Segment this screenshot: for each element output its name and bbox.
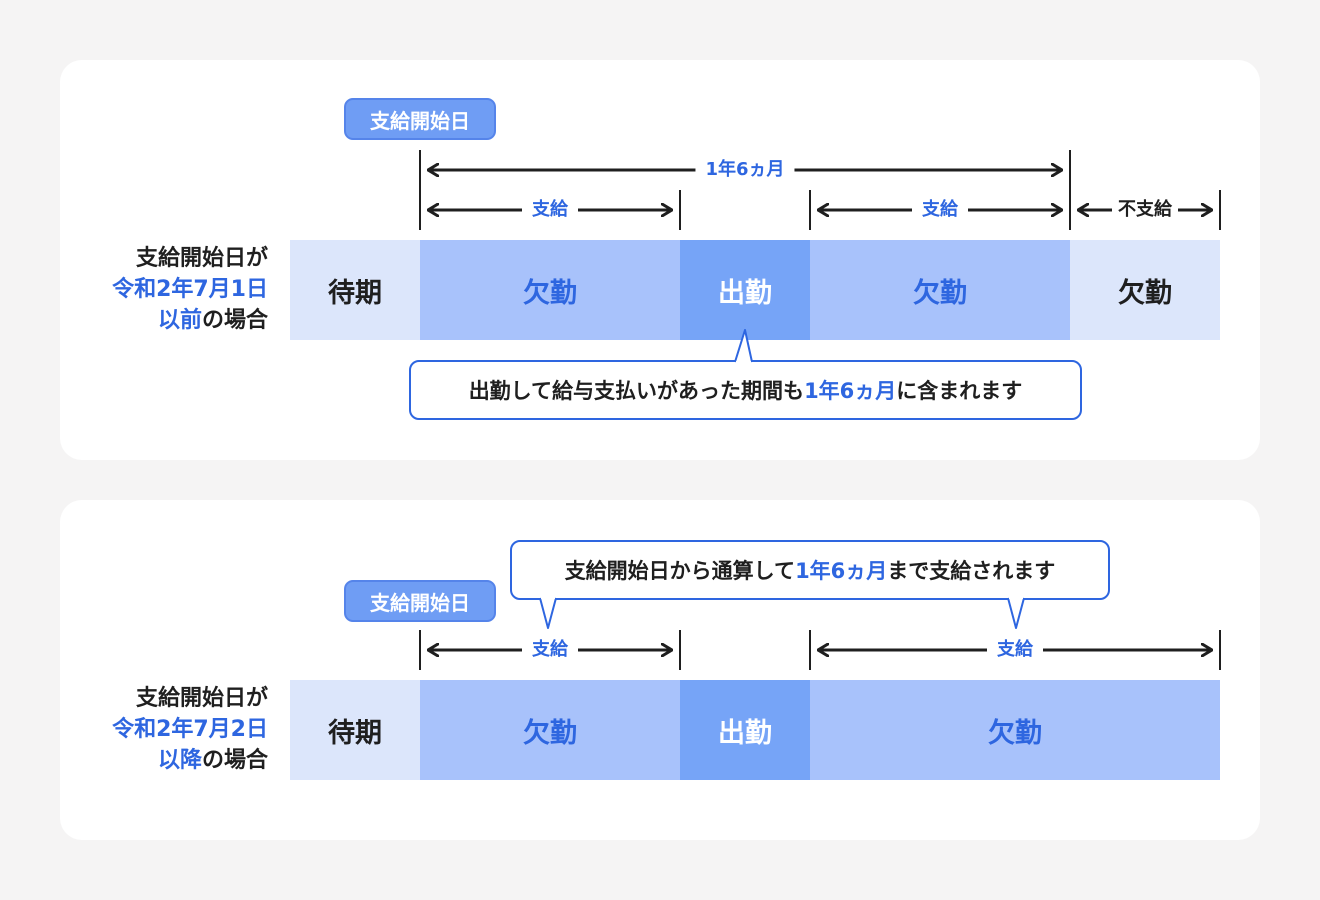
payment-start-badge: 支給開始日 xyxy=(344,580,496,622)
case-label-after: 以降 xyxy=(157,748,202,773)
case-label-date: 令和2年7月2日 xyxy=(112,717,268,742)
segment-absent: 欠勤 xyxy=(420,680,680,780)
segment-absent-unpaid: 欠勤 xyxy=(1070,240,1220,340)
case-label-top: 支給開始日が 令和2年7月1日 以前の場合 xyxy=(60,243,268,336)
case-label-bottom: 支給開始日が 令和2年7月2日 以降の場合 xyxy=(60,683,268,776)
span-label-pay-1: 支給 xyxy=(522,199,578,221)
segment-waiting: 待期 xyxy=(290,240,420,340)
case-label-line1: 支給開始日が xyxy=(135,686,268,711)
case-label-suffix: の場合 xyxy=(201,748,268,773)
callout-highlight: 1年6ヵ月 xyxy=(795,559,888,583)
case-label-date: 令和2年7月1日 xyxy=(112,277,268,302)
payment-start-badge: 支給開始日 xyxy=(344,98,496,140)
case-label-line3: 以降の場合 xyxy=(60,745,268,776)
case-label-suffix: の場合 xyxy=(201,308,268,333)
callout-text-end: に含まれます xyxy=(896,379,1023,403)
span-label-nopay: 不支給 xyxy=(1112,199,1178,221)
span-label-pay-2: 支給 xyxy=(912,199,968,221)
segment-working: 出勤 xyxy=(680,680,810,780)
case-label-line3: 以前の場合 xyxy=(60,305,268,336)
callout-highlight: 1年6ヵ月 xyxy=(804,379,897,403)
segment-absent: 欠勤 xyxy=(810,240,1070,340)
segment-absent: 欠勤 xyxy=(810,680,1220,780)
segment-working: 出勤 xyxy=(680,240,810,340)
callout-text-end: まで支給されます xyxy=(887,559,1056,583)
callout-text: 支給開始日から通算して xyxy=(564,559,796,583)
segment-waiting: 待期 xyxy=(290,680,420,780)
span-label-pay-1: 支給 xyxy=(522,639,578,661)
case-label-line1: 支給開始日が xyxy=(135,246,268,271)
span-label-total: 1年6ヵ月 xyxy=(695,159,795,181)
segment-absent: 欠勤 xyxy=(420,240,680,340)
span-label-pay-2: 支給 xyxy=(987,639,1043,661)
case-label-before: 以前 xyxy=(157,308,202,333)
callout-text: 出勤して給与支払いがあった期間も xyxy=(468,379,805,403)
